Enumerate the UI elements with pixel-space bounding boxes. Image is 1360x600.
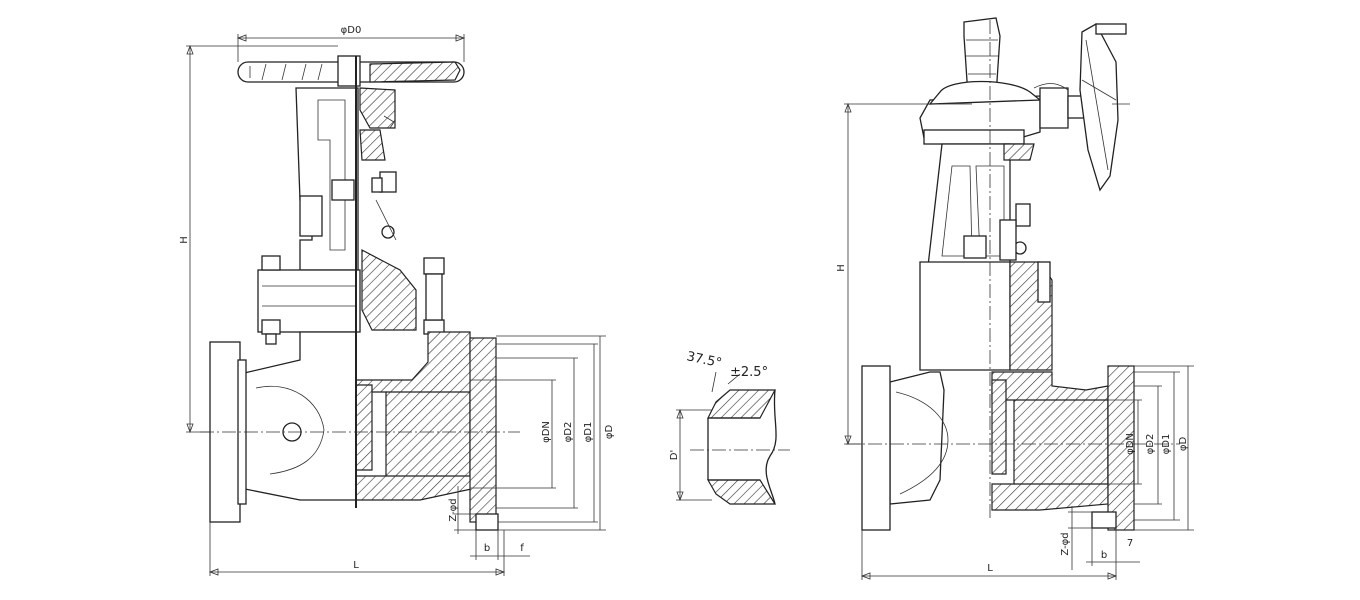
dim-phi-dn: φDN — [541, 421, 552, 443]
bevel-detail: D' 37.5° ±2.5° — [669, 349, 790, 505]
gear-dim-phi-dn: φDN — [1125, 433, 1136, 455]
gear-dim-z-phi-d: Z-φd — [1060, 532, 1071, 555]
dim-phi-d1: φD1 — [583, 422, 594, 443]
dim-phi-d: φD — [604, 425, 615, 440]
dim-phi-d0: φD0 — [341, 25, 362, 36]
dim-z-phi-d: Z-φd — [448, 498, 459, 521]
yoke — [295, 87, 397, 271]
valve-body — [209, 331, 499, 531]
gear-dim-phi-d: φD — [1178, 437, 1189, 452]
handwheel — [237, 55, 465, 87]
gear-dim-phi-d1: φD1 — [1161, 434, 1172, 455]
gear-dim-h: H — [836, 264, 847, 272]
dim-l: L — [353, 560, 359, 571]
bevel-angle: 37.5° — [685, 349, 723, 371]
gear-dim-b: b — [1101, 550, 1107, 561]
dim-b: b — [484, 543, 490, 554]
dim-f: f — [520, 543, 524, 554]
gear-dim-seven: 7 — [1127, 538, 1133, 549]
dim-phi-d2: φD2 — [563, 422, 574, 443]
bevel-tolerance: ±2.5° — [730, 365, 768, 380]
dim-h: H — [179, 236, 190, 244]
front-view: φD0 H L b f Z-φd φDN φD2 — [179, 25, 615, 576]
gear-view: H L b 7 Z-φd φDN φD2 φD1 φD — [836, 17, 1194, 580]
bonnet-flange — [257, 249, 445, 345]
gear-dim-l: L — [987, 563, 993, 574]
dim-d-prime: D' — [669, 450, 680, 460]
gear-dim-phi-d2: φD2 — [1145, 434, 1156, 455]
